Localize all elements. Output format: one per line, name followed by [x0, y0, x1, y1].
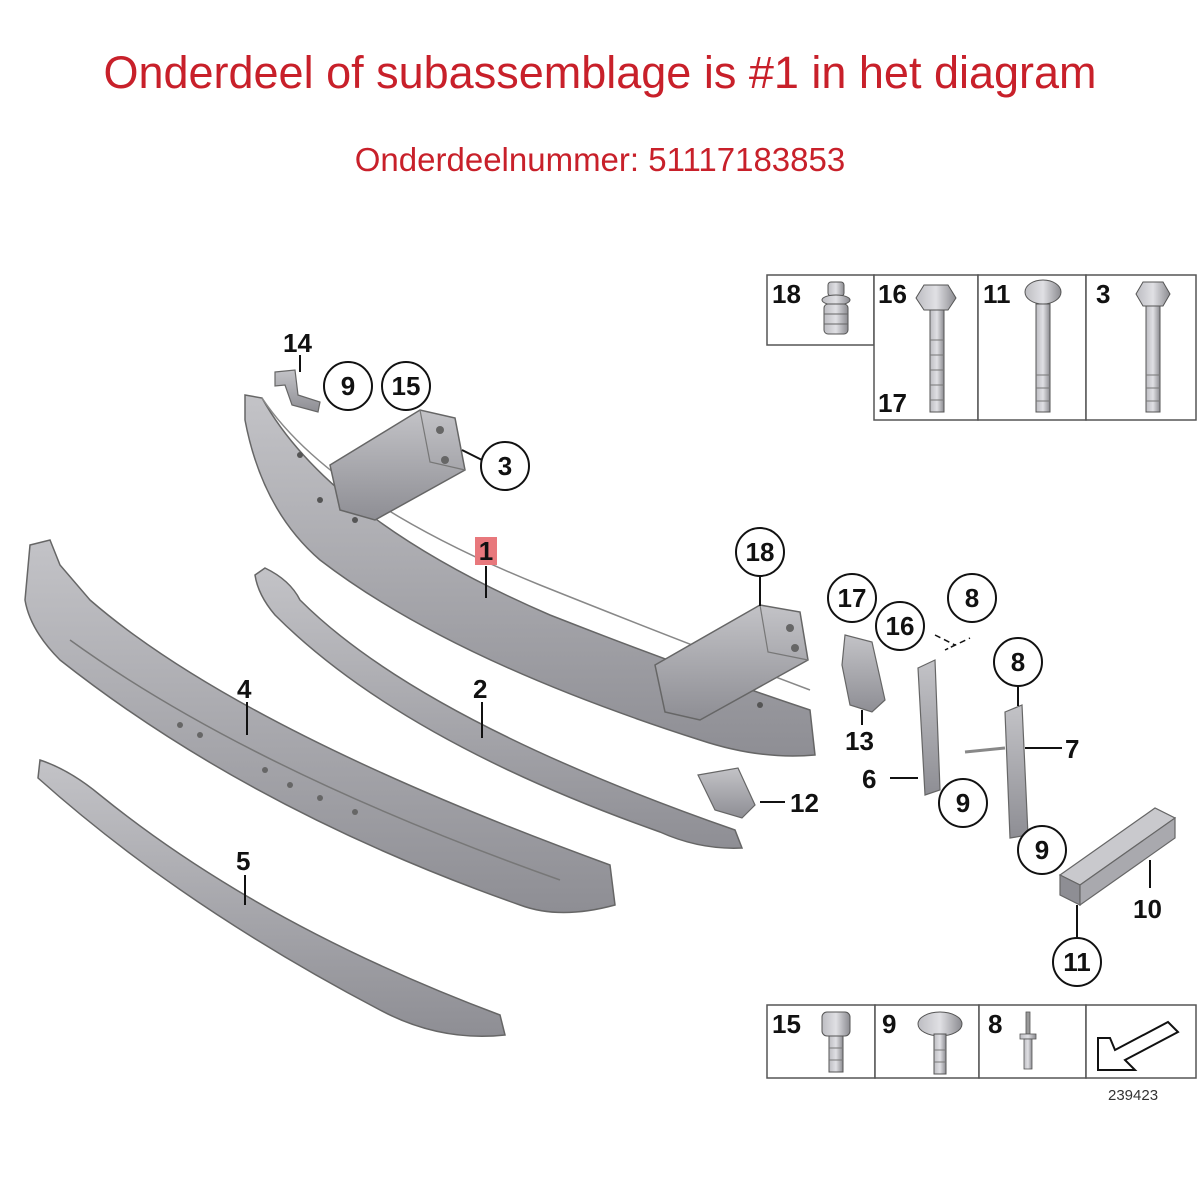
bolt-icon [1024, 279, 1062, 413]
bolt-icon [821, 1011, 851, 1073]
part-6-bracket [917, 659, 941, 796]
callout-11: 11 [1063, 947, 1091, 977]
part-4-absorber [24, 539, 616, 914]
callout-6: 6 [862, 764, 876, 794]
callout-2: 2 [473, 674, 487, 704]
callout-12: 12 [790, 788, 819, 818]
figure-number: 239423 [1108, 1087, 1158, 1104]
table-cell-11: 11 [983, 279, 1011, 309]
table-cell-15: 15 [772, 1009, 801, 1039]
callout-3: 3 [498, 451, 512, 481]
part-3-crash-box [329, 409, 466, 521]
bolt-icon [1135, 281, 1171, 413]
callout-14: 14 [283, 328, 312, 358]
fastener-table-top: 18 16 17 11 3 [766, 274, 1197, 421]
arrow-icon [1097, 1020, 1180, 1071]
callout-5: 5 [236, 846, 250, 876]
callout-8-upper: 8 [965, 583, 979, 613]
callout-7: 7 [1065, 734, 1079, 764]
callout-9-middle: 9 [956, 788, 970, 818]
callout-9-top: 9 [341, 371, 355, 401]
callout-15: 15 [392, 371, 421, 401]
part-2-strip [254, 567, 744, 849]
callout-16: 16 [886, 611, 915, 641]
part-crash-box-right [654, 604, 809, 721]
callout-1: 1 [479, 536, 493, 566]
table-cell-18: 18 [772, 279, 801, 309]
part-13-holder [841, 634, 886, 713]
part-10-bar [1058, 807, 1177, 907]
part-5-strip [37, 758, 506, 1037]
push-clip-icon [821, 281, 851, 335]
callout-4: 4 [237, 674, 252, 704]
table-cell-17: 17 [878, 388, 907, 418]
bolt-icon [917, 1011, 963, 1075]
table-cell-9: 9 [882, 1009, 896, 1039]
part-14-bracket [274, 369, 321, 413]
bolt-icon [915, 284, 957, 413]
table-cell-16: 16 [878, 279, 907, 309]
callout-13: 13 [845, 726, 874, 756]
part-12-bracket [697, 767, 756, 819]
callout-8-lower: 8 [1011, 647, 1025, 677]
fastener-table-bottom: 15 9 8 [766, 1004, 1197, 1079]
callout-17: 17 [838, 583, 867, 613]
callout-10: 10 [1133, 894, 1162, 924]
part-7-bracket [1004, 704, 1029, 839]
rivet-icon [1019, 1011, 1037, 1070]
table-cell-3: 3 [1096, 279, 1110, 309]
page-title: Onderdeel of subassemblage is #1 in het … [103, 47, 1097, 98]
callout-9-lower: 9 [1035, 835, 1049, 865]
table-cell-8: 8 [988, 1009, 1002, 1039]
part-number-text: Onderdeelnummer: 51117183853 [354, 141, 846, 178]
callout-1-highlight [475, 537, 497, 565]
callout-18: 18 [746, 537, 775, 567]
